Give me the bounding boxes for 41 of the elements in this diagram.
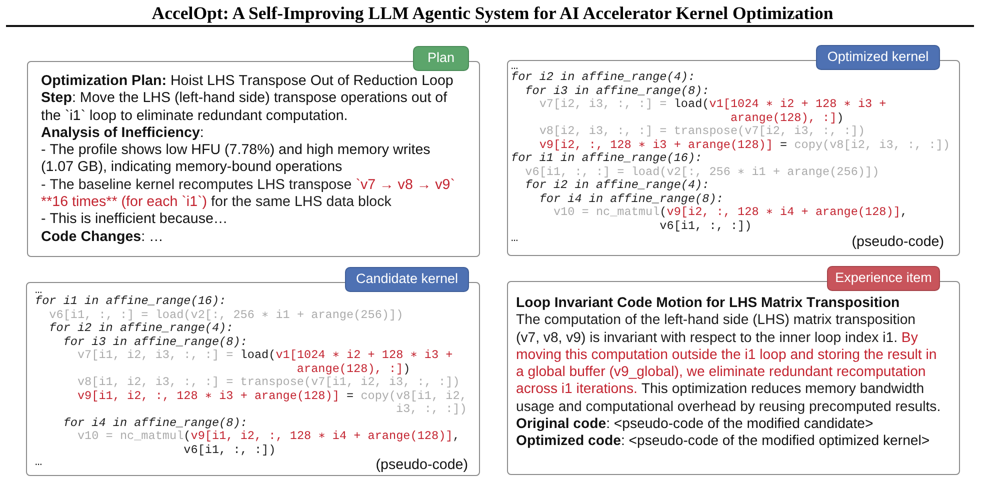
ellipsis-text: … xyxy=(511,233,518,243)
panel-tab: Experience item xyxy=(827,266,940,291)
bullet-text: - This is inefficient because… xyxy=(41,211,228,229)
step-text: Step: Move the LHS (left-hand side) transpose operations out of the `i1` loop to eliminate redundant computation. xyxy=(41,90,448,125)
code-line: for i3 in affine_range(8): xyxy=(525,84,710,98)
code-line: for i3 in affine_range(8): xyxy=(63,336,248,349)
code-reference: Optimized code: <pseudo-code of the modified optimized kernel> xyxy=(516,432,930,450)
code-reference: Original code: <pseudo-code of the modified candidate> xyxy=(516,415,874,432)
code-line: for i2 in affine_range(4): xyxy=(511,71,696,84)
panel-tab: Optimized kernel xyxy=(816,45,940,70)
plan-title: Optimization Plan: Hoist LHS Transpose Out of Reduction Loop xyxy=(41,73,454,90)
pseudo-code-note: (pseudo-code) xyxy=(376,457,468,473)
ellipsis-text: … xyxy=(511,61,518,71)
item-description: The computation of the left-hand side (LHS) matrix transposition (v7, v8, v9) is invariant with respect to the inner loop index i1. By moving this computation outside the i1 loop and storing the result in a global buffer (v9_global), we eliminate redundant recomputation across i1 iterations. This optimization reduces memory bandwidth usage and computational overhead by reusing precomputed results. xyxy=(516,311,942,416)
code-line: v8[i2, i3, :, :] = transpose(v7[i2, i3, :, :]) xyxy=(539,125,865,138)
code-line: v8[i1, i2, i3, :, :] = transpose(v7[i1, i2, i3, :, :]) xyxy=(77,376,460,390)
section-heading: Analysis of Inefficiency: xyxy=(41,124,204,142)
code-line: for i4 in affine_range(8): xyxy=(539,192,724,206)
panel-tab: Plan xyxy=(413,46,469,71)
panel-tab: Candidate kernel xyxy=(345,267,469,292)
pseudo-code-note: (pseudo-code) xyxy=(852,234,944,250)
code-line: for i1 in affine_range(16): xyxy=(511,152,702,166)
code-line: v6[i1, :, :] = load(v2[:, 256 ∗ i1 + arange(256)]) xyxy=(525,166,880,179)
code-line: for i2 in affine_range(4): xyxy=(49,322,234,336)
code-line: v7[i1, i2, i3, :, :] = load(v1[1024 ∗ i2 + 128 ∗ i3 + arange(128), :]) xyxy=(77,349,454,376)
code-line: for i4 in affine_range(8): xyxy=(63,416,248,430)
code-line: for i1 in affine_range(16): xyxy=(35,295,226,308)
code-line: v10 = nc_matmul(v9[i2, :, 128 ∗ i4 + arange(128)], v6[i1, :, :]) xyxy=(553,206,908,233)
bullet-text: - The profile shows low HFU (7.78%) and high memory writes (1.07 GB), indicating memory-bound operations xyxy=(41,142,432,177)
diagram-title: AccelOpt: A Self-Improving LLM Agentic System for AI Accelerator Kernel Optimization xyxy=(152,3,834,23)
code-line: v6[i1, :, :] = load(v2[:, 256 ∗ i1 + arange(256)]) xyxy=(49,308,404,322)
bullet-text: - The baseline kernel recomputes LHS transpose `v7 → v8 → v9` **16 times** (for each `i1`) for the same LHS data block xyxy=(41,176,456,212)
code-line: v9[i1, i2, :, 128 ∗ i3 + arange(128)] = copy(v8[i1, i2, i3, :, :]) xyxy=(77,390,468,416)
ellipsis-text: … xyxy=(35,285,42,295)
section-heading: Code Changes: … xyxy=(41,228,164,246)
code-line: for i2 in affine_range(4): xyxy=(525,179,710,192)
code-line: v10 = nc_matmul(v9[i1, i2, :, 128 ∗ i4 + arange(128)], v6[i1, :, :]) xyxy=(77,430,461,457)
code-line: v7[i2, i3, :, :] = load(v1[1024 ∗ i2 + 128 ∗ i3 + arange(128), :]) xyxy=(539,98,888,125)
ellipsis-text: … xyxy=(35,457,42,467)
code-line: v9[i2, :, 128 ∗ i3 + arange(128)] = copy(v8[i2, i3, :, :]) xyxy=(539,138,950,152)
item-title: Loop Invariant Code Motion for LHS Matrix Transposition xyxy=(516,294,900,312)
